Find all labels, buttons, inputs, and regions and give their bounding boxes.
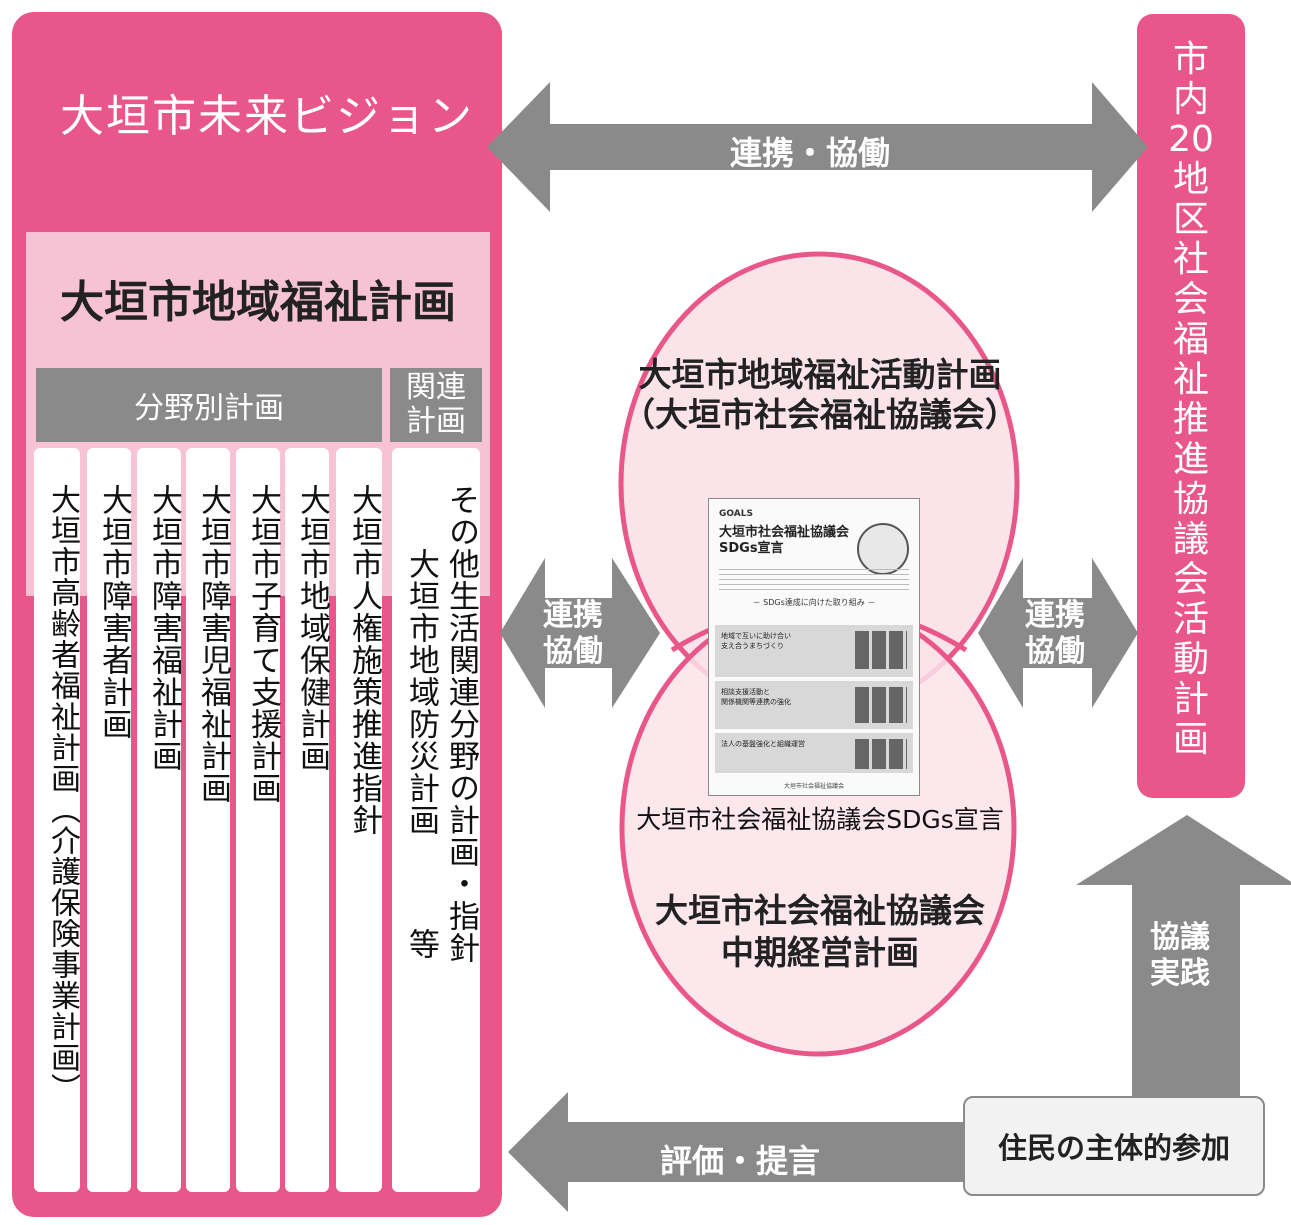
mid-term-plan-title: 大垣市社会福祉協議会 中期経営計画 xyxy=(580,890,1060,974)
related-header-line1: 関連 xyxy=(406,370,466,405)
district-title-char: 画 xyxy=(1172,719,1209,760)
sector-plan-column: 大垣市子育て支援計画 xyxy=(236,448,281,1192)
district-title-char: 内 xyxy=(1172,79,1209,120)
up-label-line2: 実践 xyxy=(1150,956,1210,991)
sdg-goal-icons xyxy=(855,739,907,769)
doc-item-block: 相談支援活動と 関係機関等連携の強化 xyxy=(715,681,913,729)
sector-plan-text: 大垣市障害児福祉計画 xyxy=(195,484,231,804)
right-mid-label-line1: 連携 xyxy=(1025,598,1085,633)
top-arrow-label: 連携・協働 xyxy=(730,134,891,172)
sector-plan-column: 大垣市障害児福祉計画 xyxy=(186,448,231,1192)
top-double-arrow xyxy=(487,82,1148,212)
right-mid-label-line2: 協働 xyxy=(1025,634,1085,669)
related-plan-text: 大垣市地域防災計画 xyxy=(403,548,439,836)
sdg-goal-icons xyxy=(855,631,907,669)
doc-brand: GOALS xyxy=(719,509,753,519)
doc-item3: 法人の基盤強化と組織運営 xyxy=(721,740,805,748)
doc-item-block: 法人の基盤強化と組織運営 xyxy=(715,733,913,773)
district-title-char: 市 xyxy=(1172,39,1209,80)
mid-term-line1: 大垣市社会福祉協議会 xyxy=(655,891,985,930)
sector-plan-column: 大垣市人権施策推進指針 xyxy=(336,448,382,1192)
district-title-char: 進 xyxy=(1172,439,1209,480)
doc-item-block: 地域で互いに助け合い 支え合うまちづくり xyxy=(715,625,913,677)
related-plan-text: 等 xyxy=(403,928,439,960)
sector-plan-text: 大垣市子育て支援計画 xyxy=(245,484,281,804)
related-header-line2: 計画 xyxy=(406,404,466,439)
sdgs-badge-icon xyxy=(857,523,909,575)
bottom-left-arrow xyxy=(508,1092,965,1212)
related-plan-column: その他生活関連分野の計画・指針 大垣市地域防災計画 等 xyxy=(392,448,480,1192)
up-arrow-label: 協議 実践 xyxy=(1150,920,1210,992)
sector-plan-column: 大垣市障害者計画 xyxy=(87,448,132,1192)
doc-section-title: － SDGs達成に向けた取り組み － xyxy=(752,598,876,607)
district-title-char: 会 xyxy=(1172,279,1209,320)
related-plan-text: その他生活関連分野の計画・指針 xyxy=(443,484,479,964)
activity-plan-line2: （大垣市社会福祉協議会） xyxy=(622,395,1018,434)
right-mid-double-arrow xyxy=(978,558,1138,708)
activity-plan-line1: 大垣市地域福祉活動計画 xyxy=(638,355,1002,394)
up-label-line1: 協議 xyxy=(1150,920,1210,955)
sector-plan-text: 大垣市地域保健計画 xyxy=(294,484,330,772)
welfare-plan-title: 大垣市地域福祉計画 xyxy=(60,277,456,328)
up-arrow xyxy=(1076,815,1291,1098)
left-mid-label-line2: 協働 xyxy=(543,634,603,669)
sdgs-declaration-document: GOALS 大垣市社会福祉協議会 SDGs宣言 － SDGs達成に向けた取り組み… xyxy=(708,498,920,796)
right-mid-arrow-label: 連携 協働 xyxy=(1025,598,1085,670)
sector-plan-column: 大垣市障害福祉計画 xyxy=(137,448,182,1192)
district-title-char: 20 xyxy=(1168,119,1214,160)
doc-item2-line2: 関係機関等連携の強化 xyxy=(721,698,791,706)
bottom-arrow-label: 評価・提言 xyxy=(660,1142,821,1180)
doc-item2-line1: 相談支援活動と xyxy=(721,688,770,696)
left-mid-label-line1: 連携 xyxy=(543,598,603,633)
district-title-char: 動 xyxy=(1172,639,1209,680)
doc-item1: 地域で互いに助け合い 支え合うまちづくり xyxy=(721,631,791,651)
district-title-char: 会 xyxy=(1172,559,1209,600)
doc-title-line1: 大垣市社会福祉協議会 xyxy=(719,525,850,540)
doc-body-lines xyxy=(719,569,909,591)
district-title-char: 地 xyxy=(1172,159,1209,200)
left-mid-double-arrow xyxy=(500,558,660,708)
activity-plan-title: 大垣市地域福祉活動計画 （大垣市社会福祉協議会） xyxy=(560,355,1080,435)
doc-title-line2: SDGs宣言 xyxy=(719,541,784,556)
sector-plans-header: 分野別計画 xyxy=(36,368,382,442)
resident-participation-box: 住民の主体的参加 xyxy=(963,1096,1265,1196)
left-mid-arrow-label: 連携 協働 xyxy=(543,598,603,670)
district-title-char: 福 xyxy=(1172,319,1209,360)
sector-plan-column: 大垣市高齢者福祉計画（介護保険事業計画） xyxy=(34,448,80,1192)
related-plans-header: 関連 計画 xyxy=(390,368,482,442)
district-title-char: 社 xyxy=(1172,239,1209,280)
district-title-char: 議 xyxy=(1172,519,1209,560)
sdgs-declaration-caption: 大垣市社会福祉協議会SDGs宣言 xyxy=(636,805,1004,834)
doc-item2: 相談支援活動と 関係機関等連携の強化 xyxy=(721,687,791,707)
doc-title: 大垣市社会福祉協議会 SDGs宣言 xyxy=(719,525,849,557)
district-title-char: 活 xyxy=(1172,599,1209,640)
sector-plan-text: 大垣市高齢者福祉計画（介護保険事業計画） xyxy=(45,484,80,1104)
sector-plan-text: 大垣市障害者計画 xyxy=(96,484,132,740)
sector-plan-text: 大垣市人権施策推進指針 xyxy=(346,484,382,836)
doc-item1-line1: 地域で互いに助け合い xyxy=(721,632,791,640)
sdg-goal-icons xyxy=(855,687,907,723)
sector-plan-column: 大垣市地域保健計画 xyxy=(285,448,330,1192)
sector-plan-text: 大垣市障害福祉計画 xyxy=(146,484,182,772)
vision-title: 大垣市未来ビジョン xyxy=(60,91,474,142)
district-title-char: 祉 xyxy=(1172,359,1209,400)
doc-item1-line2: 支え合うまちづくり xyxy=(721,642,784,650)
district-panel xyxy=(1137,14,1245,798)
district-title-char: 区 xyxy=(1172,199,1209,240)
district-title-char: 協 xyxy=(1172,479,1209,520)
district-title-char: 計 xyxy=(1172,679,1209,720)
mid-term-line2: 中期経営計画 xyxy=(721,933,919,972)
district-title-char: 推 xyxy=(1172,399,1209,440)
doc-footer: 大垣市社会福祉協議会 xyxy=(783,783,844,790)
